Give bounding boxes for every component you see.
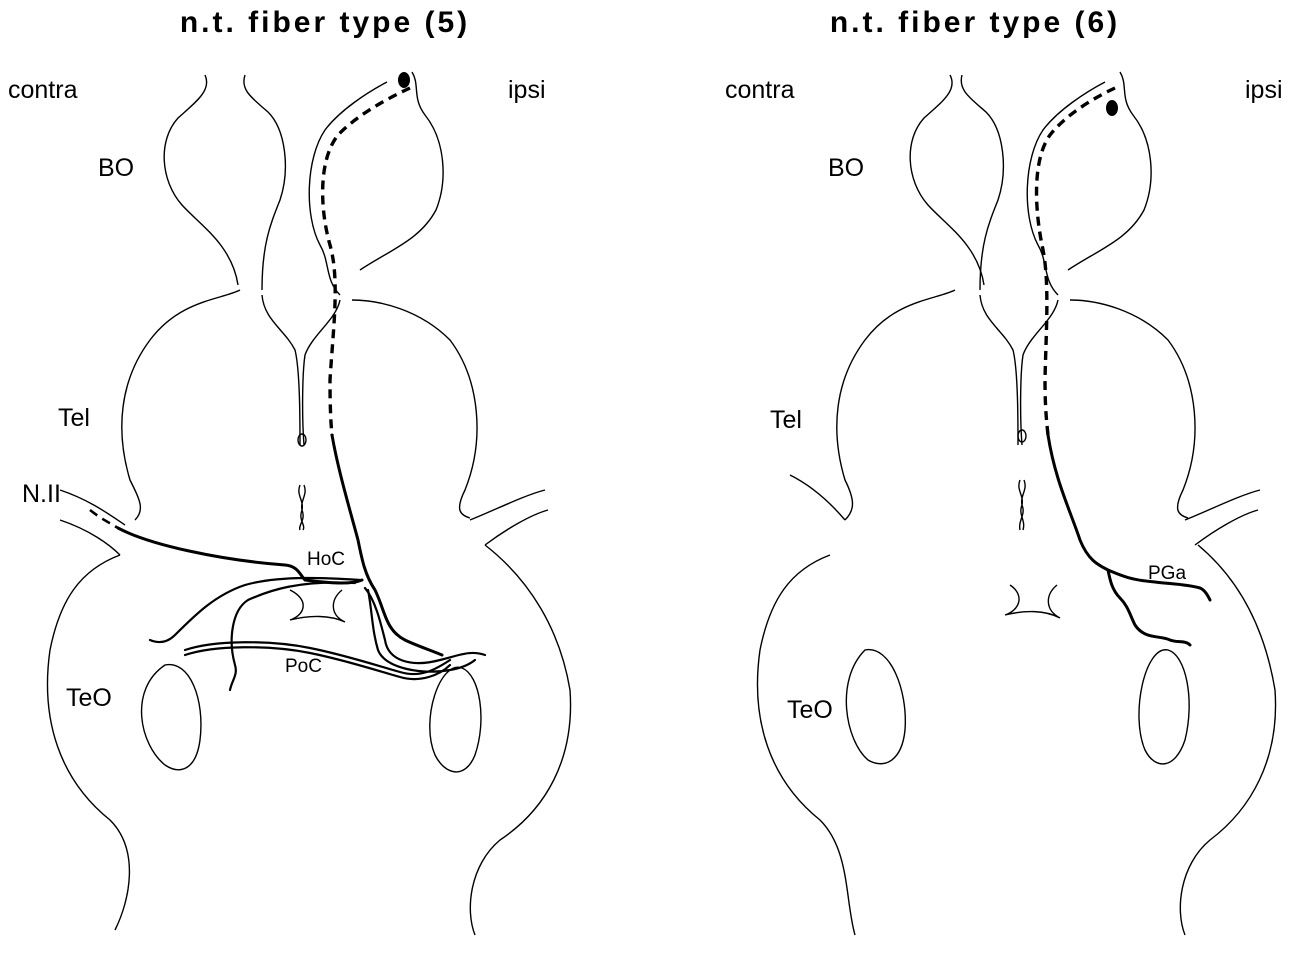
left-fiber-branch-3 <box>365 588 485 663</box>
right-midline-line-contra <box>980 295 1018 445</box>
right-soma <box>1106 100 1118 116</box>
left-olfactory-bulb-midline-contra <box>244 75 286 290</box>
right-fiber-dashed <box>1037 88 1115 435</box>
right-olfactory-bulb-contra <box>910 75 984 285</box>
left-teo-ventricle-ipsi <box>430 667 481 772</box>
left-fiber-branch-4 <box>368 590 475 672</box>
left-soma <box>398 72 410 88</box>
right-dien-ventricle <box>1005 585 1060 618</box>
left-tel-label: Tel <box>58 404 90 433</box>
left-teo-label: TeO <box>66 684 112 713</box>
left-optic-nerve <box>60 490 125 555</box>
right-olfactory-bulb-midline-ipsi <box>1027 82 1105 295</box>
left-hoc-label: HoC <box>307 549 345 571</box>
left-telencephalon-contra <box>122 290 240 520</box>
right-bo-label: BO <box>828 154 864 183</box>
left-fiber-main <box>332 435 442 655</box>
right-teo-label: TeO <box>787 696 833 725</box>
left-dien-ventricle <box>290 590 345 622</box>
left-midline-line-contra <box>262 295 300 445</box>
left-fiber-branch-1 <box>150 578 360 642</box>
right-nerve-contra <box>790 475 845 520</box>
left-telencephalon-ipsi <box>352 300 477 518</box>
left-panel: n.t. fiber type (5) <box>0 0 650 956</box>
left-olfactory-bulb-midline-ipsi <box>309 82 387 295</box>
right-tectum-contra <box>758 555 856 935</box>
right-contra-label: contra <box>725 76 794 105</box>
left-ipsi-label: ipsi <box>508 76 546 105</box>
left-nerve-ipsi <box>470 490 548 545</box>
left-tectum-ipsi <box>470 545 570 935</box>
right-teo-ventricle-contra <box>846 650 905 764</box>
right-panel: n.t. fiber type (6) contra ipsi BO Tel P… <box>650 0 1300 956</box>
left-contra-label: contra <box>8 76 77 105</box>
right-teo-ventricle-ipsi <box>1139 650 1189 764</box>
right-ipsi-label: ipsi <box>1245 76 1283 105</box>
left-ventricle-upper <box>298 434 306 446</box>
right-tectum-ipsi <box>1180 545 1275 935</box>
right-midline-line-ipsi <box>1021 300 1058 445</box>
right-nerve-ipsi <box>1185 490 1260 545</box>
right-tel-label: Tel <box>770 406 802 435</box>
right-telencephalon-contra <box>837 290 955 520</box>
right-pga-label: PGa <box>1148 563 1186 585</box>
left-teo-ventricle-contra <box>142 665 201 770</box>
left-olfactory-bulb-ipsi <box>360 72 443 270</box>
right-telencephalon-ipsi <box>1070 300 1195 518</box>
right-ventricle-lower <box>1019 480 1025 530</box>
left-brain-diagram <box>0 0 650 956</box>
left-olfactory-bulb-contra <box>164 75 238 285</box>
left-fiber-dashed <box>323 88 410 435</box>
left-nii-dashed <box>90 510 118 528</box>
right-olfactory-bulb-midline-contra <box>961 75 1003 290</box>
left-tectum-contra <box>48 555 130 930</box>
left-bo-label: BO <box>98 154 134 183</box>
left-poc-label: PoC <box>285 656 322 678</box>
left-nii-label: N.II <box>22 480 61 509</box>
left-ventricle-lower <box>299 485 305 530</box>
right-brain-diagram <box>650 0 1300 956</box>
